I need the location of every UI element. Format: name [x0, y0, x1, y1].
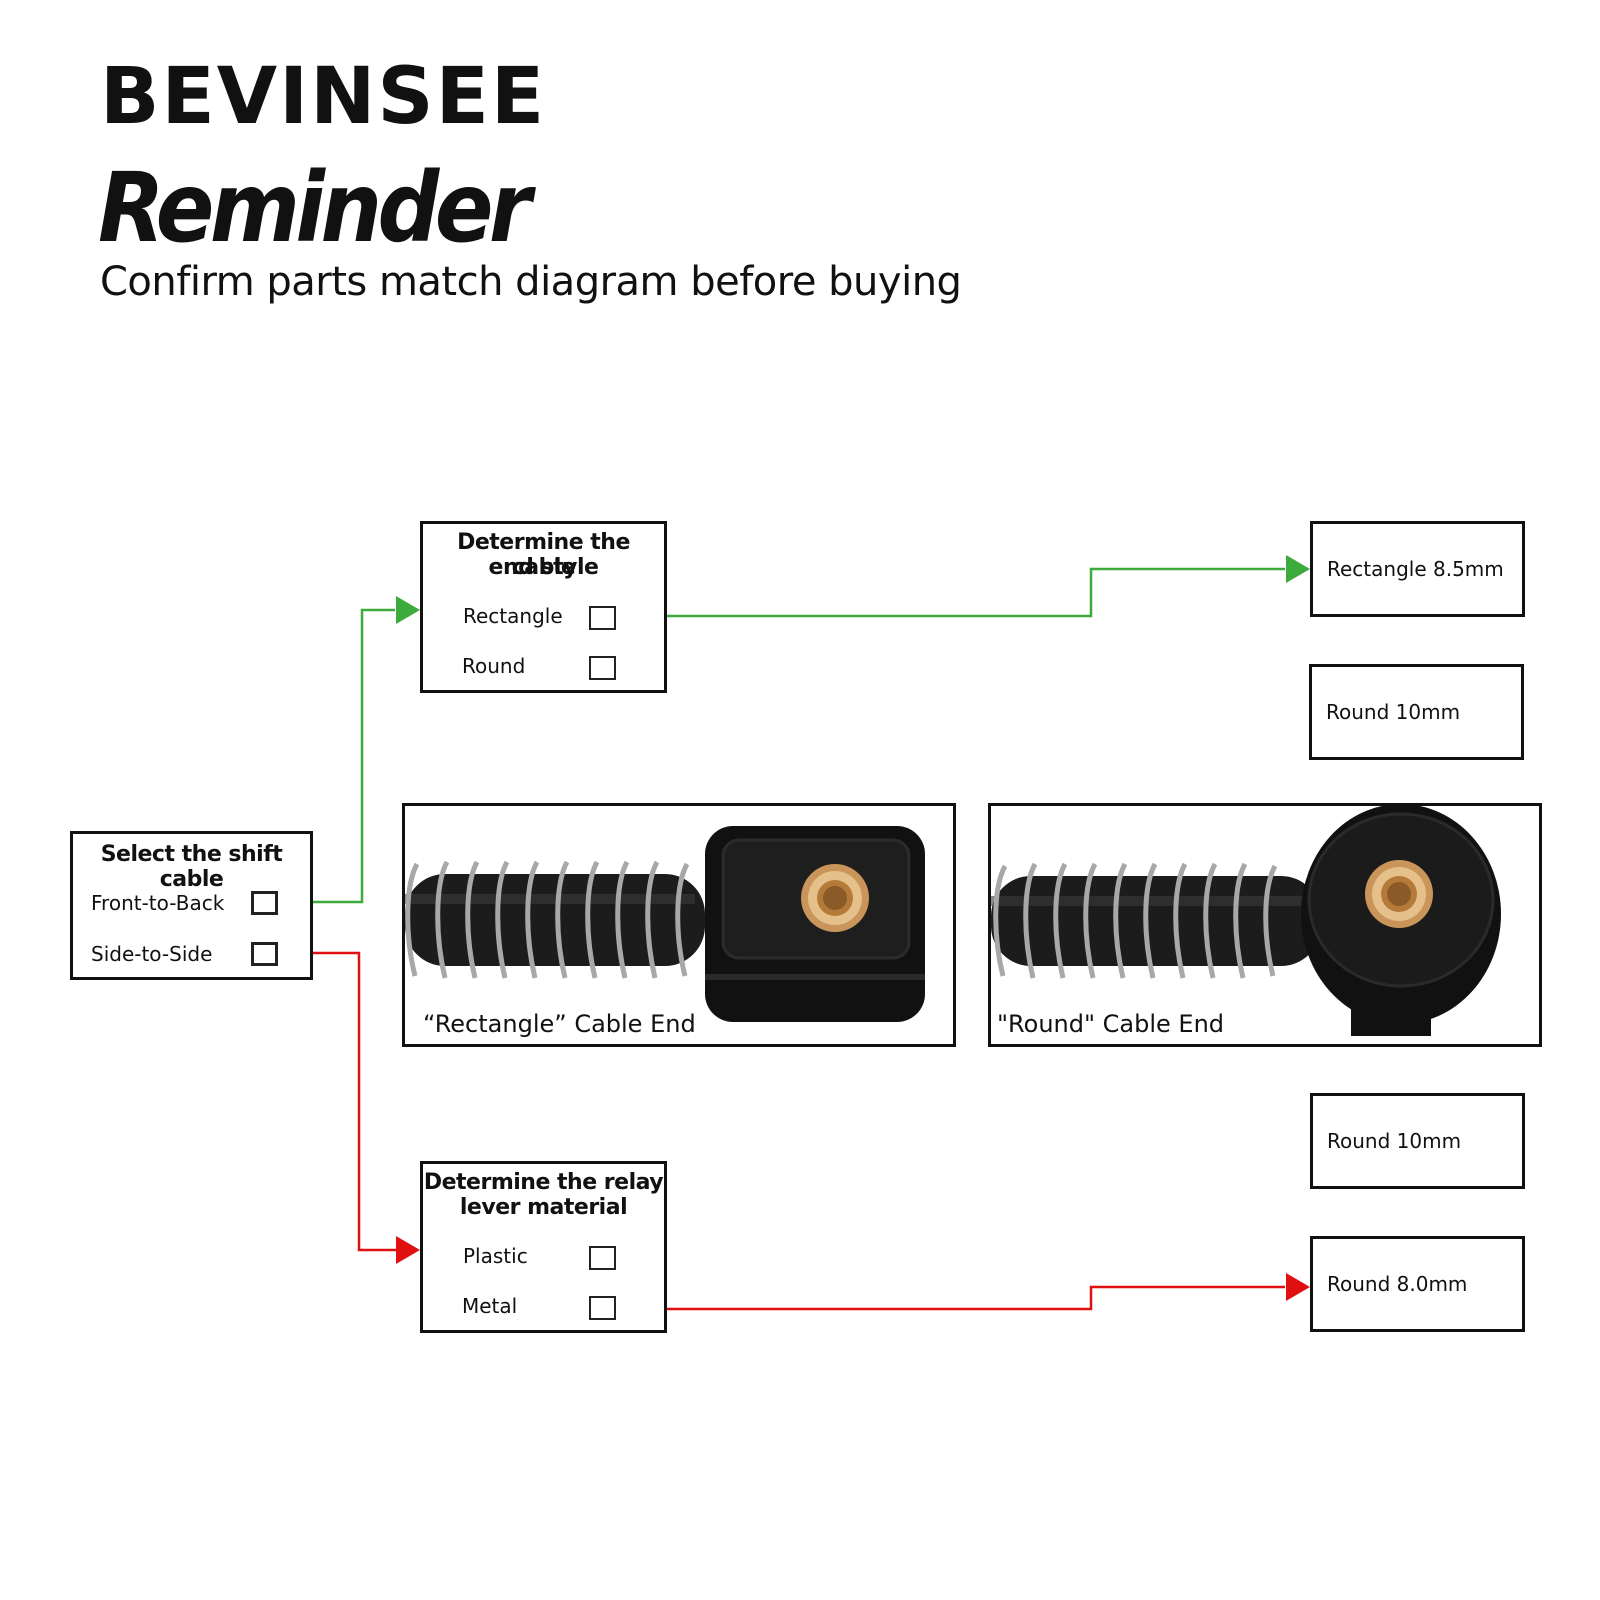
green-arrowhead-rectangle-result — [1286, 555, 1310, 583]
rectangle-cable-end-illustration — [405, 826, 925, 1022]
front-to-back-checkbox[interactable] — [251, 891, 278, 915]
option-round-label: Round — [462, 654, 526, 678]
rectangle-cable-end-caption: “Rectangle” Cable End — [423, 1010, 696, 1038]
option-side-to-side-label: Side-to-Side — [91, 942, 213, 966]
rectangle-cable-end-photo: “Rectangle” Cable End — [402, 803, 956, 1047]
red-connector-side-to-side — [271, 951, 396, 1252]
red-connector-metal — [616, 1285, 1285, 1311]
relay-lever-title-line1: Determine the relay — [423, 1170, 664, 1195]
brand-logo: BEVINSEE — [100, 52, 547, 142]
green-arrowhead-cable-end — [396, 596, 420, 624]
relay-lever-box: Determine the relay lever material Plast… — [420, 1161, 667, 1333]
green-connector-rectangle — [616, 567, 1285, 618]
option-metal-label: Metal — [462, 1294, 518, 1318]
metal-checkbox[interactable] — [589, 1296, 616, 1320]
result-label: Round 10mm — [1327, 1129, 1462, 1153]
round-checkbox[interactable] — [589, 656, 616, 680]
page-title: Reminder — [98, 152, 532, 264]
option-front-to-back-label: Front-to-Back — [91, 891, 225, 915]
page-subtitle: Confirm parts match diagram before buyin… — [100, 259, 962, 305]
shift-cable-title: Select the shift cable — [100, 842, 283, 892]
side-to-side-checkbox[interactable] — [251, 942, 278, 966]
cable-end-title-line1: Determine the cable — [457, 530, 630, 580]
option-rectangle-label: Rectangle — [463, 604, 563, 628]
result-round-10mm-bottom: Round 10mm — [1310, 1093, 1525, 1189]
rectangle-checkbox[interactable] — [589, 606, 616, 630]
green-connector-front-to-back — [271, 608, 395, 904]
option-plastic-label: Plastic — [463, 1244, 528, 1268]
relay-lever-title-line2: lever material — [459, 1195, 628, 1220]
round-cable-end-illustration — [991, 806, 1501, 1036]
round-cable-end-caption: "Round" Cable End — [997, 1010, 1225, 1038]
result-rectangle-8-5mm: Rectangle 8.5mm — [1310, 521, 1525, 617]
plastic-checkbox[interactable] — [589, 1246, 616, 1270]
cable-end-title-line2: end style — [488, 555, 599, 580]
red-arrowhead-relay-lever — [396, 1236, 420, 1264]
cable-end-box: Determine the cable end style Rectangle … — [420, 521, 667, 693]
result-label: Round 8.0mm — [1327, 1272, 1468, 1296]
result-round-10mm-top: Round 10mm — [1309, 664, 1524, 760]
round-cable-end-photo: "Round" Cable End — [988, 803, 1542, 1047]
result-label: Rectangle 8.5mm — [1327, 557, 1504, 581]
result-label: Round 10mm — [1326, 700, 1461, 724]
red-arrowhead-round-8mm — [1286, 1273, 1310, 1301]
shift-cable-box: Select the shift cable Front-to-Back Sid… — [70, 831, 313, 980]
result-round-8mm: Round 8.0mm — [1310, 1236, 1525, 1332]
